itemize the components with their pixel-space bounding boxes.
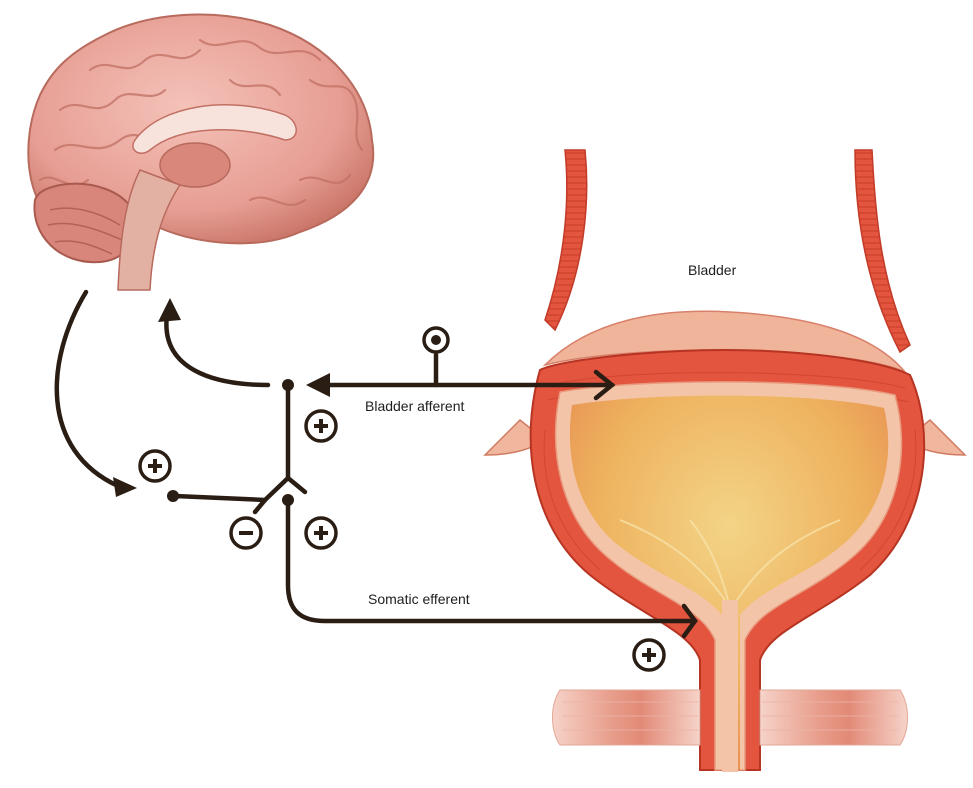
plus-sign-icon [138, 449, 172, 483]
arrowheads [113, 298, 330, 497]
somatic-efferent-line [285, 497, 698, 624]
ascending-pathway [164, 312, 271, 388]
sensor-icon [422, 326, 450, 354]
arrowhead-to-interneuron [113, 477, 137, 497]
bladder-illustration [483, 149, 967, 772]
plus-sign-icon [304, 409, 338, 443]
motor-neuron-dot [282, 494, 294, 506]
bladder-afferent-label: Bladder afferent [365, 398, 465, 414]
motor-end-plate [681, 603, 698, 639]
plus-sign-icon [304, 516, 338, 550]
descending-pathway [54, 289, 121, 489]
somatic-efferent-label: Somatic efferent [368, 591, 470, 607]
inhibitory-branch [172, 475, 291, 503]
arrowhead-to-spinal [306, 373, 330, 397]
afferent-neuron-dot [282, 379, 294, 391]
plus-sign-icon [632, 638, 666, 672]
interneuron-dot [167, 490, 179, 502]
afferent-ending [593, 369, 616, 401]
brain-illustration [27, 13, 375, 291]
neuron-nodes [167, 379, 294, 506]
arrowhead-to-brain [158, 298, 181, 322]
minus-sign-icon [229, 516, 263, 550]
neural-pathways [54, 289, 698, 639]
bladder-label: Bladder [688, 262, 737, 278]
